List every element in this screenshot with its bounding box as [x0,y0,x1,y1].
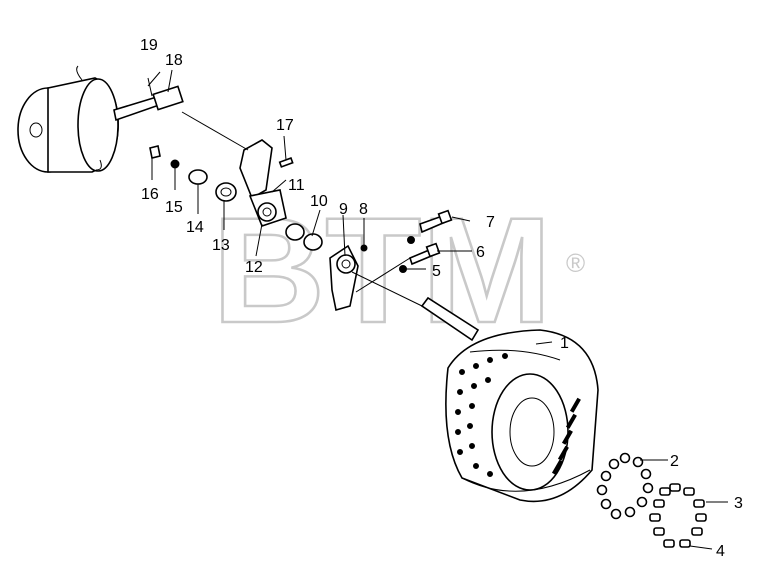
camshaft [420,296,480,342]
callout-labels: 1 2 3 4 5 6 7 8 9 10 11 12 13 14 15 16 1… [140,37,743,560]
brake-chamber [17,65,184,173]
callout-13: 13 [212,237,230,254]
bolt-ring [649,483,707,548]
callout-10: 10 [310,193,328,210]
callout-18: 18 [165,52,183,69]
nut-ring [596,452,654,520]
registered-mark: ® [566,248,585,278]
cam-lever [329,244,359,312]
callout-14: 14 [186,219,204,236]
drum-rivets [455,353,508,477]
callout-9: 9 [339,201,348,218]
bolts [409,209,453,266]
slack-adjuster [239,139,294,227]
callout-15: 15 [165,199,183,216]
callout-12: 12 [245,259,263,276]
brake-assembly [445,329,599,503]
small-fittings [149,145,415,273]
callout-11: 11 [288,177,305,194]
leader-lines [147,69,728,550]
callout-2: 2 [670,453,679,470]
callout-16: 16 [141,186,159,203]
callout-7: 7 [486,214,495,231]
callout-8: 8 [359,201,368,218]
callout-19: 19 [140,37,158,54]
callout-6: 6 [476,244,485,261]
callout-3: 3 [734,495,743,512]
callout-5: 5 [432,263,441,280]
callout-4: 4 [716,543,725,560]
drum-slots [551,397,581,475]
callout-1: 1 [560,335,569,352]
callout-17: 17 [276,117,294,134]
